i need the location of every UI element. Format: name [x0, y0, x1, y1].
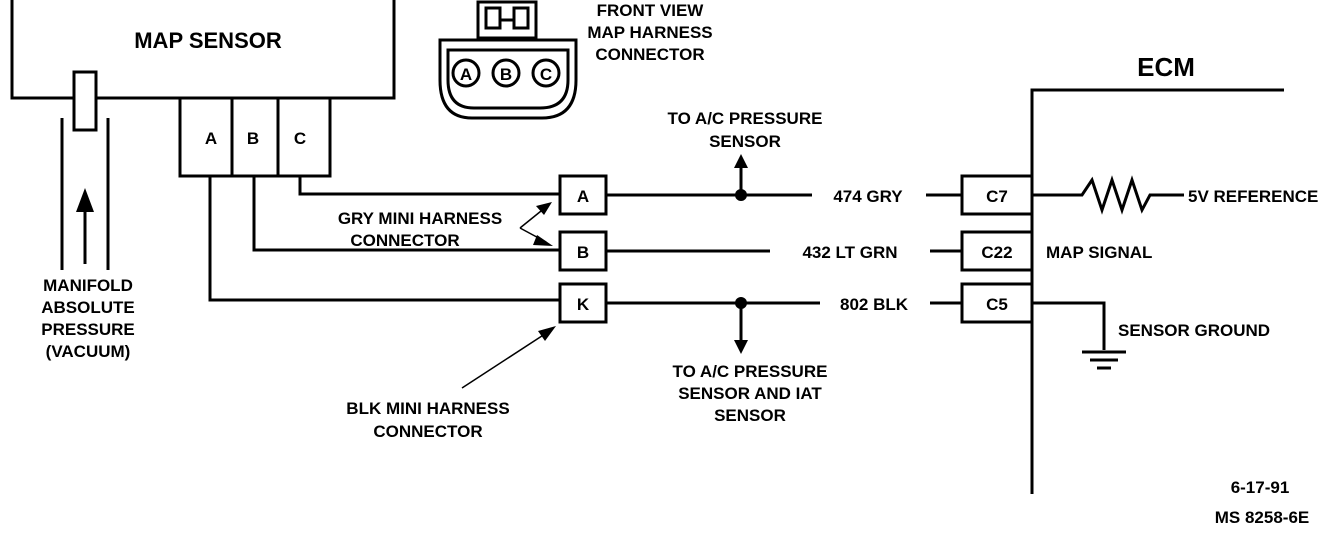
- svg-text:CONNECTOR: CONNECTOR: [373, 422, 482, 441]
- ground-wire: [1032, 301, 1106, 350]
- ecm-5v-reference: 5V REFERENCE: [1188, 187, 1318, 206]
- svg-text:CONNECTOR: CONNECTOR: [350, 231, 459, 250]
- mini-harness-connectors: A B K: [558, 174, 608, 324]
- svg-text:BLK MINI HARNESS: BLK MINI HARNESS: [346, 399, 509, 418]
- map-sensor-pin-c: C: [294, 129, 306, 148]
- to-ac-bottom-label: TO A/C PRESSURE SENSOR AND IAT SENSOR: [673, 362, 828, 425]
- svg-text:CONNECTOR: CONNECTOR: [595, 45, 704, 64]
- mini-connector-k: [558, 282, 608, 324]
- svg-text:PRESSURE: PRESSURE: [41, 320, 135, 339]
- map-sensor-pin-b: B: [247, 129, 259, 148]
- gry-connector-arrows: [519, 202, 553, 246]
- svg-text:C5: C5: [986, 295, 1008, 314]
- svg-text:FRONT VIEW: FRONT VIEW: [597, 1, 705, 20]
- svg-text:GRY MINI HARNESS: GRY MINI HARNESS: [338, 209, 502, 228]
- svg-text:SENSOR AND IAT: SENSOR AND IAT: [678, 384, 822, 403]
- gry-connector-label: GRY MINI HARNESS CONNECTOR: [338, 209, 502, 250]
- ecm-wires: [606, 193, 962, 305]
- wire-label-gry: 474 GRY: [833, 187, 903, 206]
- svg-text:A: A: [577, 187, 589, 206]
- mini-connector-a: [558, 174, 608, 216]
- ac-splice-bottom: [734, 297, 748, 354]
- ac-splice-top: [734, 154, 748, 201]
- svg-text:ABSOLUTE: ABSOLUTE: [41, 298, 135, 317]
- ecm-sensor-ground: SENSOR GROUND: [1118, 321, 1270, 340]
- svg-text:SENSOR: SENSOR: [709, 132, 781, 151]
- svg-text:MAP HARNESS: MAP HARNESS: [587, 23, 712, 42]
- svg-text:MANIFOLD: MANIFOLD: [43, 276, 133, 295]
- map-sensor-pin-a: A: [205, 129, 217, 148]
- front-view-label: FRONT VIEW MAP HARNESS CONNECTOR: [587, 1, 712, 64]
- ecm-boundary: [1030, 88, 1284, 494]
- sensor-wires: [208, 176, 560, 302]
- svg-text:SENSOR: SENSOR: [714, 406, 786, 425]
- ecm-pin-c22: [960, 230, 1034, 272]
- vacuum-port: [72, 70, 98, 132]
- wire-label-lt-grn: 432 LT GRN: [802, 243, 897, 262]
- diagram-code: MS 8258-6E: [1215, 508, 1310, 527]
- diagram-footer: 6-17-91 MS 8258-6E: [1215, 478, 1310, 527]
- svg-text:TO A/C PRESSURE: TO A/C PRESSURE: [673, 362, 828, 381]
- to-ac-top-label: TO A/C PRESSURE SENSOR: [668, 109, 823, 151]
- front-view-pin-b: B: [500, 65, 512, 84]
- svg-text:C22: C22: [981, 243, 1012, 262]
- svg-text:B: B: [577, 243, 589, 262]
- manifold-label: MANIFOLD ABSOLUTE PRESSURE (VACUUM): [41, 276, 135, 361]
- ecm-title: ECM: [1137, 52, 1195, 82]
- front-view-pin-c: C: [540, 65, 552, 84]
- vacuum-arrow-head: [76, 188, 94, 212]
- front-view-connector: A B C: [438, 0, 578, 120]
- resistor-icon: [1032, 175, 1184, 215]
- wire-labels: 474 GRY 432 LT GRN 802 BLK: [802, 187, 908, 314]
- blk-connector-arrow: [461, 326, 556, 389]
- map-sensor: MAP SENSOR A B C: [10, 0, 396, 270]
- wire-label-blk: 802 BLK: [840, 295, 909, 314]
- svg-text:K: K: [577, 295, 590, 314]
- map-sensor-pin-block: [178, 96, 332, 178]
- blk-connector-label: BLK MINI HARNESS CONNECTOR: [346, 399, 509, 441]
- ecm-pin-c7: [960, 174, 1034, 216]
- svg-text:TO A/C PRESSURE: TO A/C PRESSURE: [668, 109, 823, 128]
- ecm: ECM C7 C22 C5 5V REFERENCE MAP SIGNAL SE…: [960, 52, 1318, 494]
- ground-icon: [1082, 350, 1126, 370]
- diagram-date: 6-17-91: [1231, 478, 1290, 497]
- connector-shell: [438, 38, 578, 120]
- map-sensor-title: MAP SENSOR: [134, 28, 282, 53]
- ecm-map-signal: MAP SIGNAL: [1046, 243, 1152, 262]
- front-view-pin-a: A: [460, 65, 472, 84]
- svg-text:(VACUUM): (VACUUM): [46, 342, 131, 361]
- svg-text:C7: C7: [986, 187, 1008, 206]
